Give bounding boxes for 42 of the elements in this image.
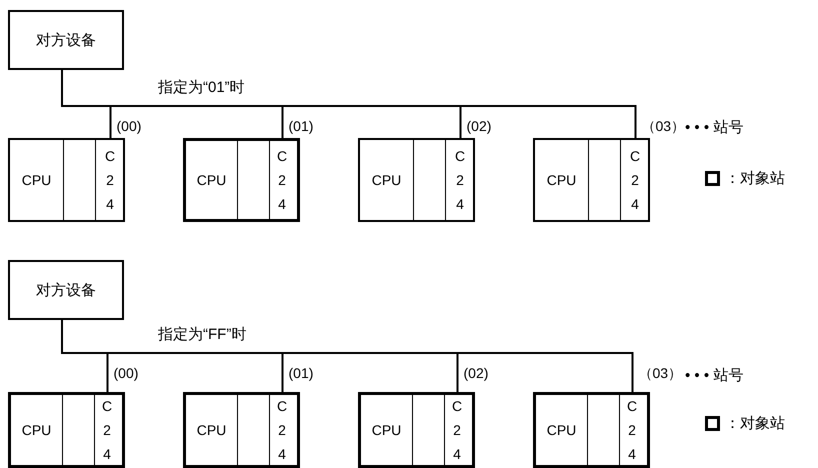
cpu-module: CPU [360, 140, 413, 220]
station-note: • • • 站号 [685, 366, 744, 385]
plc-rack [8, 392, 125, 468]
station-number: (01) [288, 118, 314, 134]
plc-rack [183, 138, 300, 222]
station-number: （03） [638, 365, 682, 383]
plc-rack [8, 138, 125, 222]
station-number: (02) [464, 365, 488, 381]
plc-rack [533, 392, 650, 468]
station-number: (01) [288, 365, 314, 381]
cpu-module: CPU [186, 141, 237, 219]
legend-text: ：对象站 [725, 169, 785, 188]
cpu-module: CPU [186, 395, 237, 465]
station-number: (00) [114, 365, 138, 381]
device-box: 对方设备 [8, 10, 124, 70]
plc-rack [533, 138, 650, 222]
station-number: (02) [466, 118, 492, 134]
bus-line [61, 70, 636, 140]
c24-module: C 2 4 [445, 140, 474, 220]
legend-text: ：对象站 [725, 414, 785, 433]
station-number: (00) [116, 118, 142, 134]
c24-module: C 2 4 [620, 140, 649, 220]
cpu-module: CPU [536, 395, 587, 465]
c24-module: C 2 4 [95, 140, 124, 220]
c24-module: C 2 4 [94, 395, 119, 465]
station-note: • • • 站号 [685, 118, 744, 137]
bus-label: 指定为“FF”时 [158, 325, 246, 344]
plc-rack [358, 138, 475, 222]
bus-line [61, 320, 634, 395]
c24-module: C 2 4 [269, 141, 294, 219]
c24-module: C 2 4 [444, 395, 469, 465]
cpu-module: CPU [361, 395, 412, 465]
c24-module: C 2 4 [269, 395, 294, 465]
c24-module: C 2 4 [619, 395, 644, 465]
plc-rack [358, 392, 475, 468]
cpu-module: CPU [10, 140, 63, 220]
device-box: 对方设备 [8, 260, 124, 320]
cpu-module: CPU [11, 395, 62, 465]
bus-label: 指定为“01”时 [158, 78, 245, 97]
station-number: （03） [642, 118, 686, 136]
plc-rack [183, 392, 300, 468]
cpu-module: CPU [535, 140, 588, 220]
